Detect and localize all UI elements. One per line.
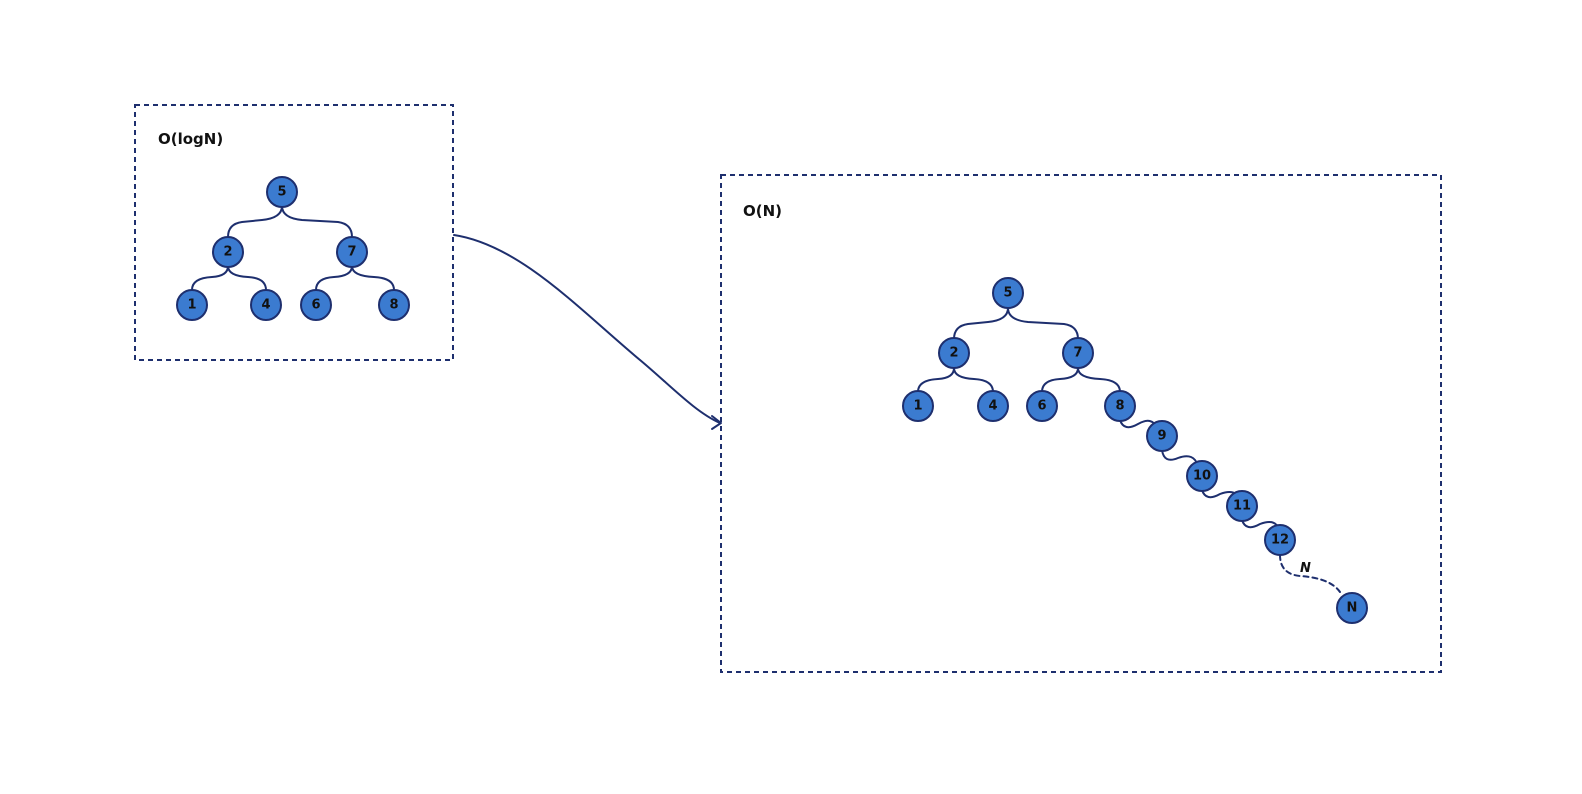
edge-2-4 [227, 265, 267, 291]
tree-node: 1 [176, 289, 208, 321]
node-label: 2 [223, 245, 232, 260]
balanced-frame [134, 104, 454, 361]
node-label: 4 [261, 298, 270, 313]
tree-node: 7 [336, 236, 368, 268]
node-label: 4 [988, 399, 997, 414]
tree-node: 6 [1026, 390, 1058, 422]
transition-arrow [453, 234, 722, 430]
edge-7-6 [315, 265, 353, 291]
node-label: 8 [389, 298, 398, 313]
edge-5-7 [1007, 307, 1079, 340]
node-label: 12 [1271, 533, 1289, 548]
balanced-tree-panel: O(logN) 5 2 7 1 [134, 104, 454, 361]
degenerate-tree-panel: O(N) N 5 2 7 [720, 174, 1442, 673]
tree-node: 5 [266, 176, 298, 208]
tree-node: 2 [938, 337, 970, 369]
tree-node: 5 [992, 277, 1024, 309]
node-label: 5 [277, 185, 286, 200]
tree-node: 12 [1264, 524, 1296, 556]
edge-7-8 [1077, 367, 1121, 393]
node-label: 9 [1157, 429, 1166, 444]
tree-node: 1 [902, 390, 934, 422]
node-label: 10 [1193, 469, 1211, 484]
node-label: 1 [913, 399, 922, 414]
degenerate-label: O(N) [743, 202, 782, 220]
tree-node: 4 [250, 289, 282, 321]
node-label: 8 [1115, 399, 1124, 414]
edge-5-2 [227, 205, 283, 238]
node-label: 5 [1003, 286, 1012, 301]
tree-node: 6 [300, 289, 332, 321]
node-label: 6 [311, 298, 320, 313]
tree-node: 8 [1104, 390, 1136, 422]
tree-node: 4 [977, 390, 1009, 422]
balanced-edges [191, 205, 395, 291]
edge-5-7 [281, 205, 353, 238]
node-label: 7 [347, 245, 356, 260]
edge-7-8 [351, 265, 395, 291]
arrow-curve [453, 234, 721, 424]
edge-2-4 [953, 367, 994, 393]
degenerate-nodes: 5 2 7 1 4 6 8 [902, 277, 1368, 624]
tree-node: N [1336, 592, 1368, 624]
arrow-head-icon [711, 415, 722, 430]
node-label: 7 [1073, 346, 1082, 361]
node-label: N [1347, 601, 1358, 616]
node-label: 6 [1037, 399, 1046, 414]
edge-7-6 [1041, 367, 1079, 393]
edge-5-2 [953, 307, 1009, 340]
gap-label: N [1300, 561, 1311, 576]
edge-12-n-dashed [1279, 554, 1341, 593]
balanced-label: O(logN) [158, 130, 223, 148]
degenerate-frame [720, 174, 1442, 673]
node-label: 1 [187, 298, 196, 313]
tree-node: 11 [1226, 490, 1258, 522]
balanced-nodes: 5 2 7 1 4 6 8 [176, 176, 410, 321]
tree-node: 9 [1146, 420, 1178, 452]
edge-2-1 [191, 265, 229, 291]
tree-node: 2 [212, 236, 244, 268]
tree-node: 8 [378, 289, 410, 321]
node-label: 11 [1233, 499, 1251, 514]
node-label: 2 [949, 346, 958, 361]
tree-node: 7 [1062, 337, 1094, 369]
tree-node: 10 [1186, 460, 1218, 492]
edge-2-1 [917, 367, 955, 393]
